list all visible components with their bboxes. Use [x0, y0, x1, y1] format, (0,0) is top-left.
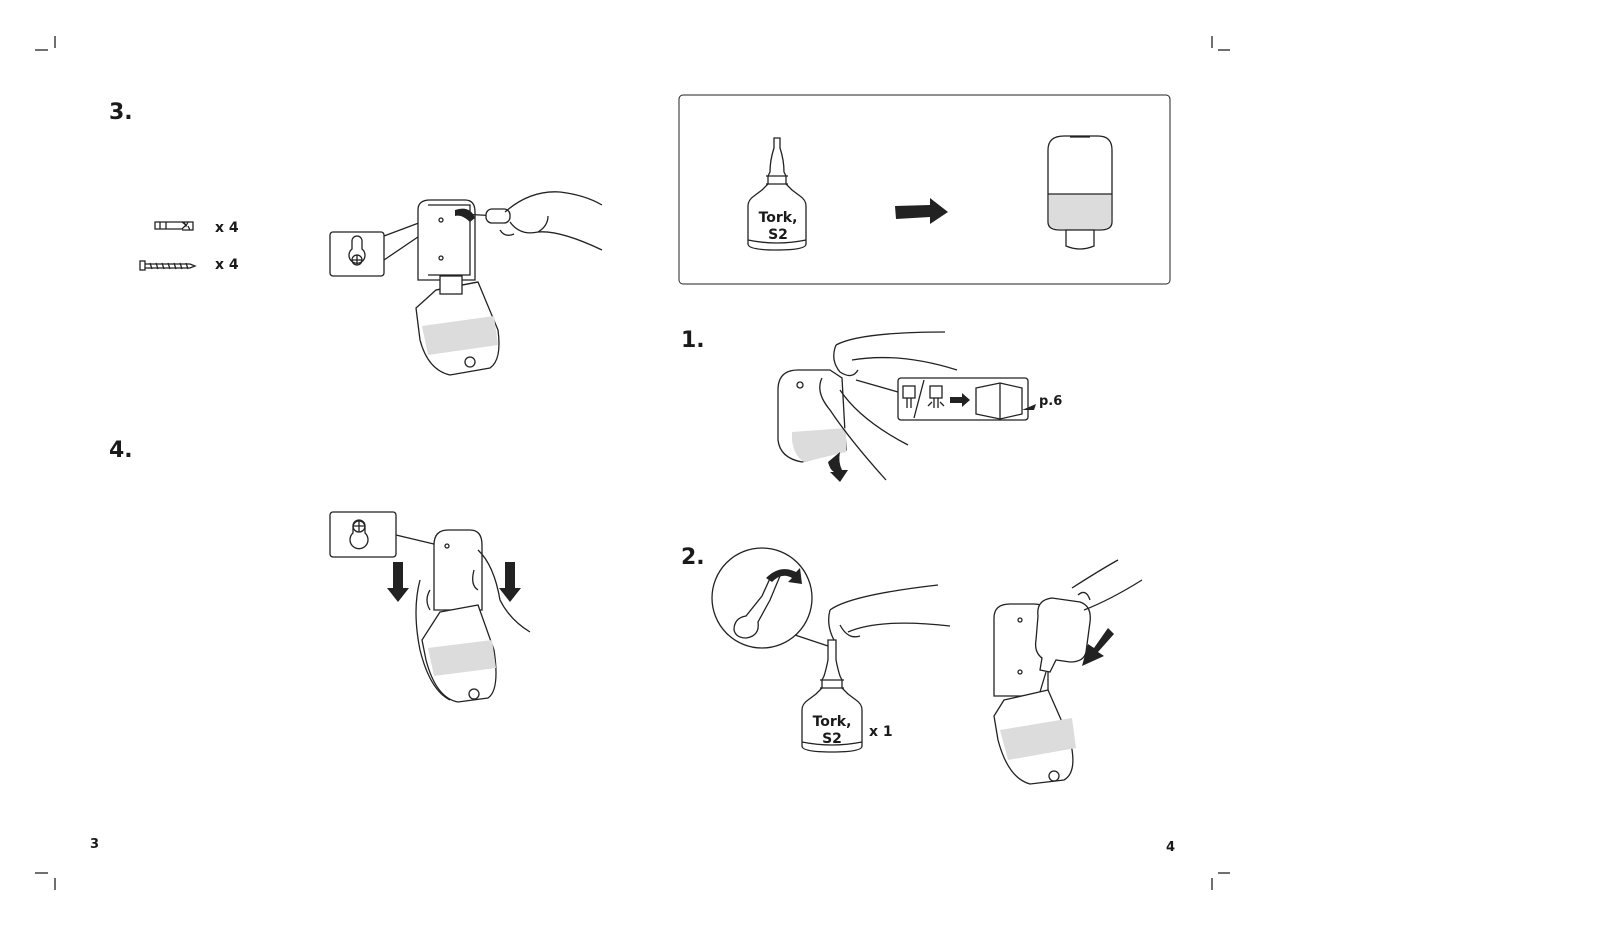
bottle-quantity: x 1	[869, 724, 893, 740]
page-number-right: 4	[1166, 840, 1175, 855]
step-2-bottle-label: Tork, S2	[802, 714, 862, 748]
